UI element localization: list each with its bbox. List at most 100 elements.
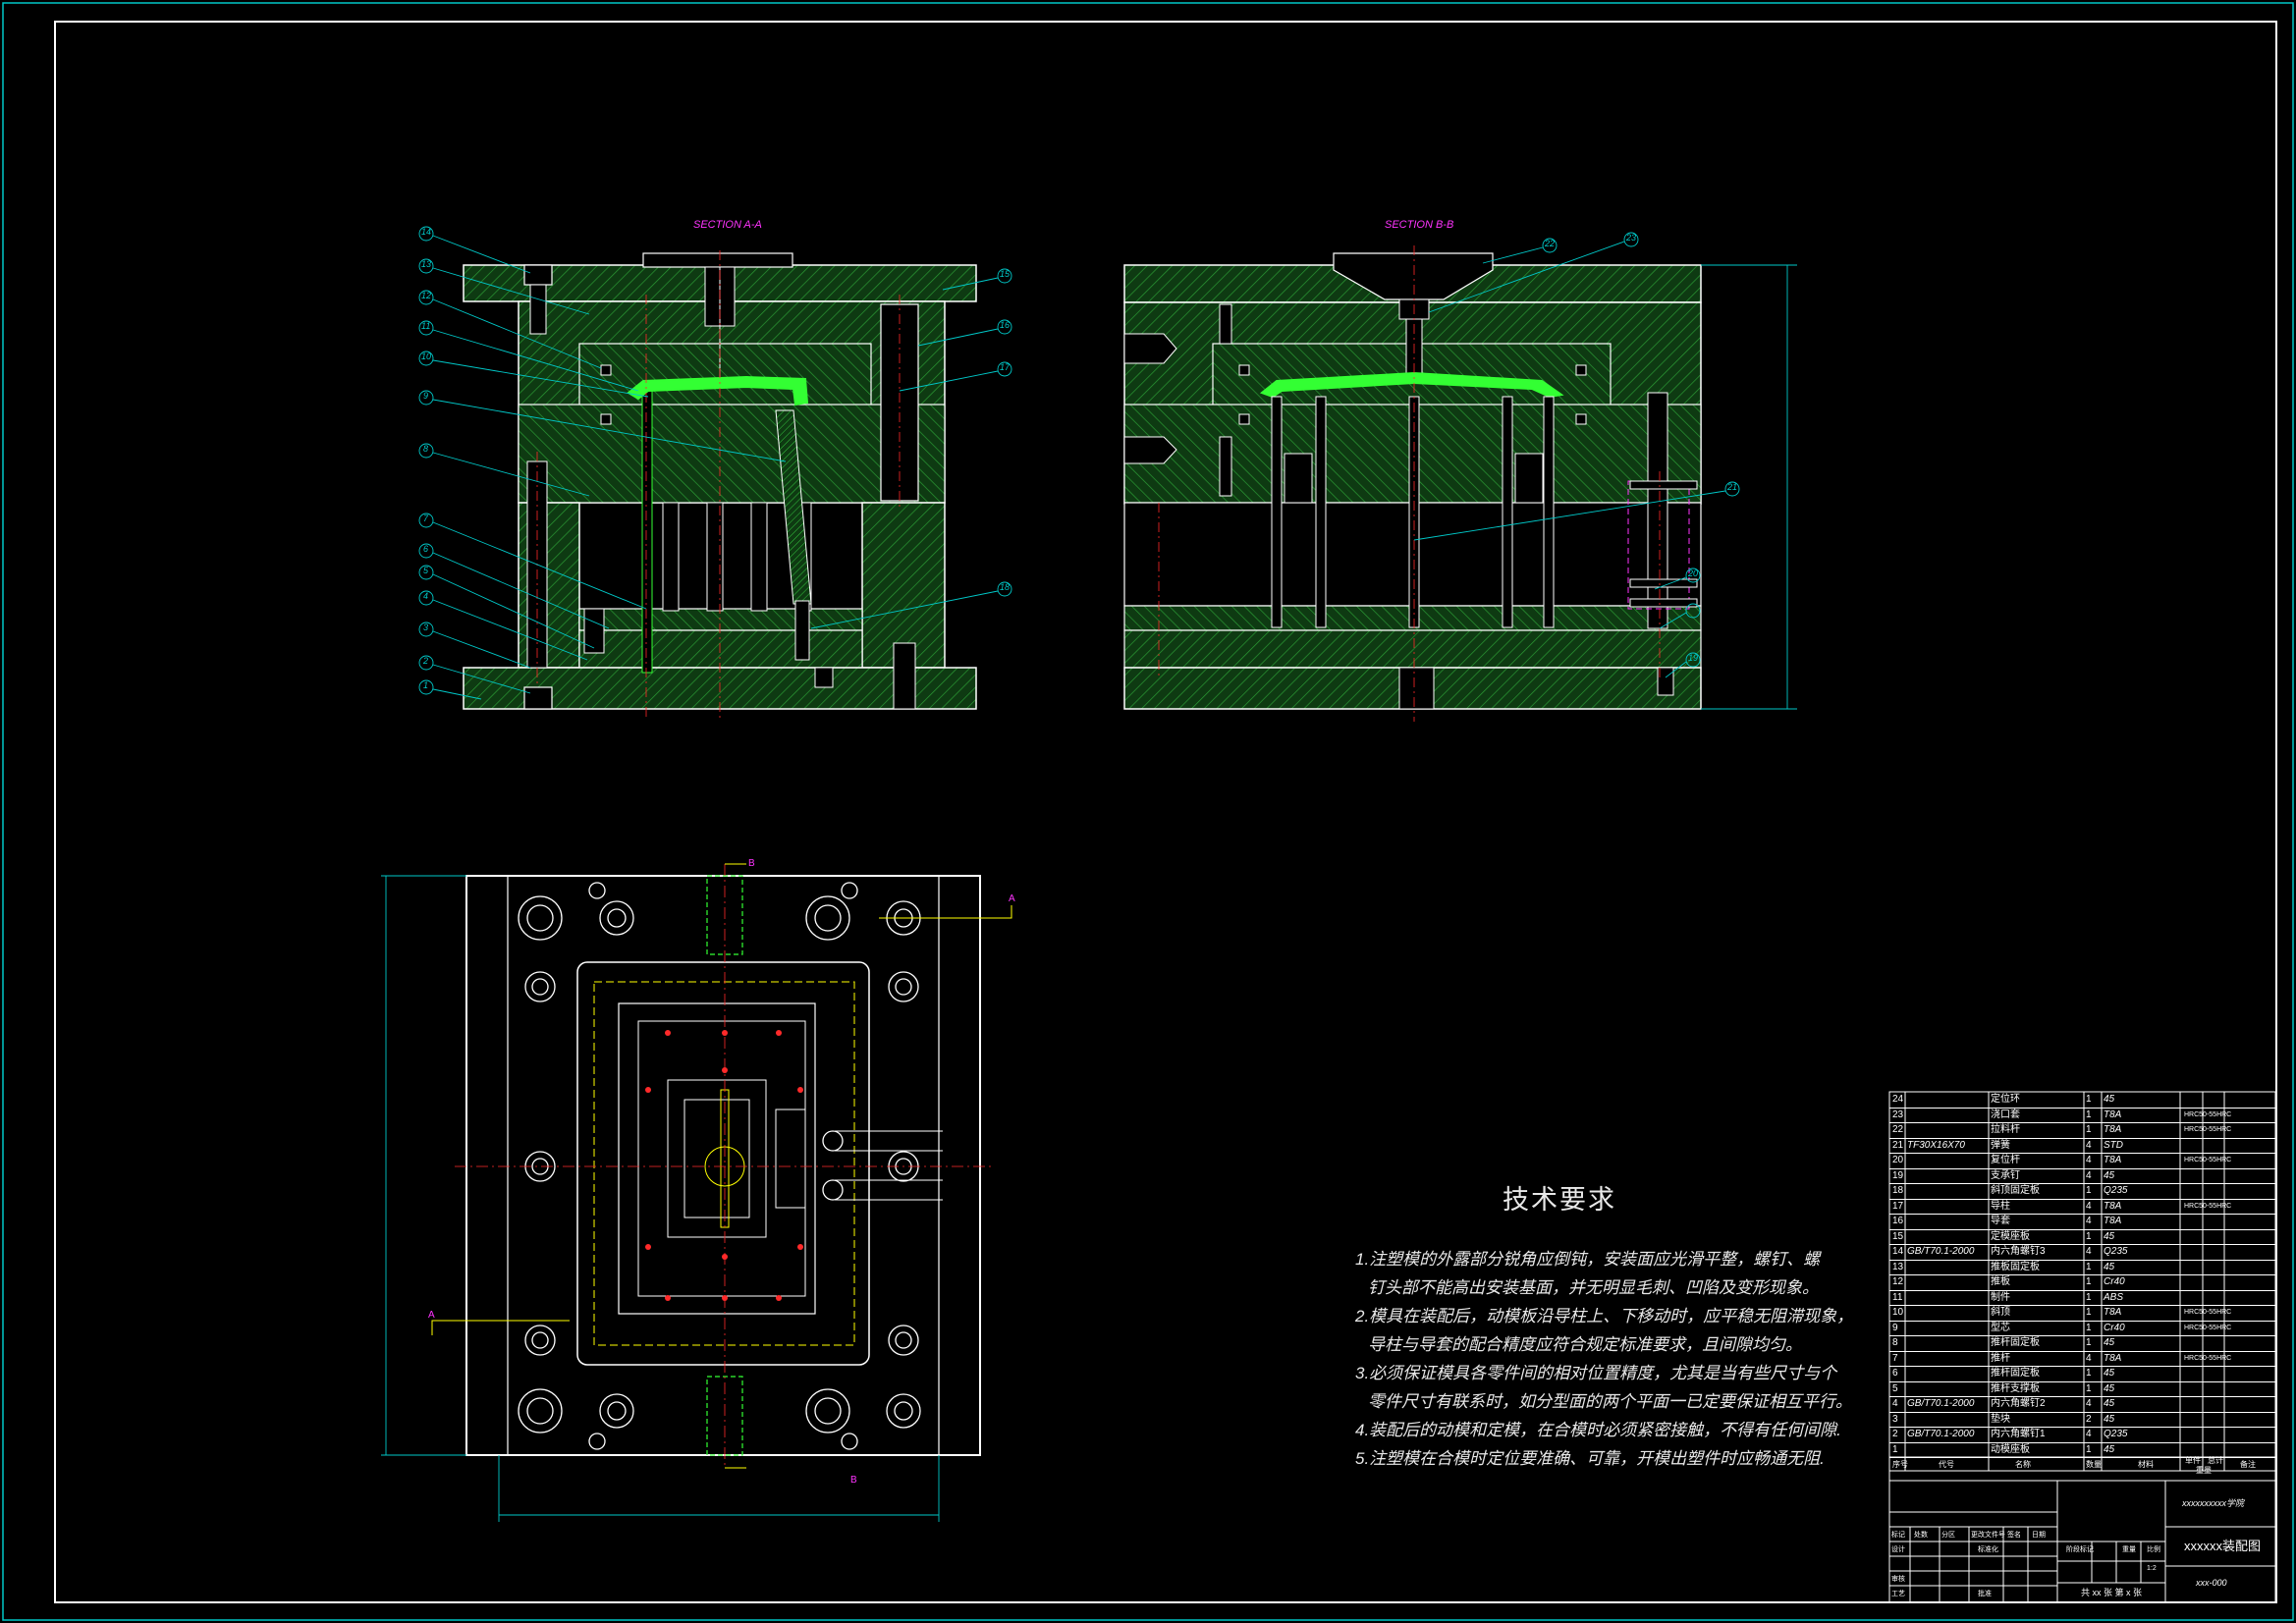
bom-cell-name: 浇口套	[1991, 1109, 2020, 1120]
bom-cell-code: GB/T70.1-2000	[1907, 1246, 1975, 1257]
section-a-a-view: SECTION A-A	[463, 219, 977, 722]
sheet-count: 共 xx 张 第 x 张	[2081, 1588, 2143, 1597]
balloon-16: 16	[1000, 320, 1011, 330]
bom-cell-mat: 45	[2104, 1230, 2115, 1242]
bom-cell-no: 4	[1892, 1398, 1898, 1409]
bom-cell-no: 2	[1892, 1429, 1898, 1439]
bom-cell-name: 导柱	[1991, 1200, 2010, 1212]
bom-row: 3 垫块 2 45	[1889, 1412, 2275, 1428]
bom-cell-name: 导套	[1991, 1216, 2010, 1226]
bom-cell-no: 22	[1892, 1124, 1904, 1135]
bom-cell-name: 动模座板	[1991, 1443, 2030, 1455]
tb-process: 工艺	[1891, 1591, 1905, 1597]
bom-cell-no: 19	[1892, 1169, 1904, 1181]
bom-cell-qty: 4	[2086, 1246, 2092, 1257]
bom-cell-name: 定模座板	[1991, 1230, 2030, 1242]
balloon-5: 5	[423, 566, 429, 575]
balloon-14: 14	[421, 227, 432, 237]
tb-review: 审核	[1891, 1576, 1905, 1583]
bom-cell-mat: 45	[2104, 1169, 2115, 1181]
school-name: xxxxxxxxxx学院	[2182, 1498, 2245, 1508]
bom-cell-name: 推板固定板	[1991, 1261, 2040, 1272]
bom-cell-name: 拉料杆	[1991, 1124, 2020, 1135]
tb-std: 标准化	[1978, 1546, 1998, 1553]
tb-zone: 分区	[1941, 1532, 1955, 1539]
tech-line-5: 3.必须保证模具各零件间的相对位置精度，尤其是当有些尺寸与个	[1355, 1364, 1837, 1382]
bom-cell-no: 13	[1892, 1261, 1904, 1272]
bom-cell-name: 型芯	[1991, 1322, 2010, 1333]
bom-header-qty: 数量	[2086, 1460, 2102, 1469]
balloon-17: 17	[1000, 362, 1011, 372]
bom-cell-qty: 1	[2086, 1291, 2092, 1303]
bom-cell-no: 12	[1892, 1276, 1904, 1287]
bom-header-mat: 材料	[2138, 1460, 2154, 1469]
balloon-12: 12	[421, 291, 432, 300]
balloon-18: 18	[1000, 582, 1011, 592]
tech-line-4: 导柱与导套的配合精度应符合规定标准要求，且间隙均匀。	[1368, 1335, 1802, 1354]
bom-cell-name: 推板	[1991, 1276, 2010, 1287]
bom-cell-code: GB/T70.1-2000	[1907, 1398, 1975, 1409]
bom-cell-qty: 1	[2086, 1443, 2092, 1455]
bom-cell-no: 3	[1892, 1413, 1898, 1425]
balloon-20: 20	[1688, 568, 1699, 578]
bom-cell-no: 10	[1892, 1307, 1904, 1318]
bom-cell-mat: ABS	[2104, 1291, 2124, 1303]
tech-line-2: 钉头部不能高出安装基面，并无明显毛刺、凹陷及变形现象。	[1368, 1278, 1819, 1297]
tb-scale: 比例	[2147, 1546, 2160, 1553]
bom-header-total: 总计	[2208, 1456, 2223, 1465]
bom-cell-mat: Cr40	[2104, 1322, 2125, 1333]
bom-cell-mat: T8A	[2104, 1155, 2122, 1165]
bom-cell-no: 8	[1892, 1337, 1898, 1348]
bom-cell-qty: 4	[2086, 1352, 2092, 1364]
bom-cell-no: 11	[1892, 1291, 1903, 1303]
section-a-a-label: SECTION A-A	[693, 219, 762, 231]
bom-cell-qty: 1	[2086, 1368, 2092, 1379]
bom-cell-no: 17	[1892, 1200, 1904, 1212]
bom-cell-mat: 45	[2104, 1413, 2115, 1425]
balloon-13: 13	[421, 259, 432, 269]
cut-b-bottom: B	[850, 1475, 857, 1486]
cut-a-right: A	[1009, 893, 1015, 904]
bom-cell-qty: 4	[2086, 1155, 2092, 1165]
bom-cell-name: 推杆	[1991, 1352, 2010, 1364]
bom-cell-no: 15	[1892, 1230, 1904, 1242]
bom-cell-name: 制件	[1991, 1291, 2010, 1303]
bom-cell-code: GB/T70.1-2000	[1907, 1429, 1975, 1439]
bom-cell-name: 定位环	[1991, 1094, 2020, 1105]
balloon-2: 2	[423, 656, 429, 666]
bom-header-code: 代号	[1939, 1460, 1954, 1469]
bom-cell-qty: 4	[2086, 1216, 2092, 1226]
bom-cell-qty: 1	[2086, 1094, 2092, 1105]
bom-cell-mat: 45	[2104, 1337, 2115, 1348]
tb-approve: 批准	[1978, 1591, 1992, 1597]
bom-cell-name: 垫块	[1991, 1413, 2010, 1425]
bom-cell-rem: HRC50-55HRC	[2184, 1309, 2232, 1316]
bom-header-name: 名称	[2015, 1460, 2031, 1469]
bom-cell-mat: STD	[2104, 1139, 2123, 1151]
bom-cell-qty: 2	[2086, 1413, 2092, 1425]
bom-header-unit: 单件	[2185, 1456, 2201, 1465]
bom-cell-qty: 1	[2086, 1307, 2092, 1318]
cut-a-left: A	[428, 1310, 435, 1321]
tb-sign: 签名	[2007, 1532, 2021, 1539]
bom-cell-name: 推杆支撑板	[1991, 1382, 2040, 1394]
balloon-4: 4	[423, 591, 429, 601]
balloon-15: 15	[1000, 269, 1011, 279]
balloon-7: 7	[423, 514, 429, 523]
tb-design: 设计	[1891, 1546, 1905, 1553]
bom-cell-name: 复位杆	[1991, 1155, 2020, 1165]
bom-row: 11 制件 1 ABS	[1889, 1290, 2275, 1306]
